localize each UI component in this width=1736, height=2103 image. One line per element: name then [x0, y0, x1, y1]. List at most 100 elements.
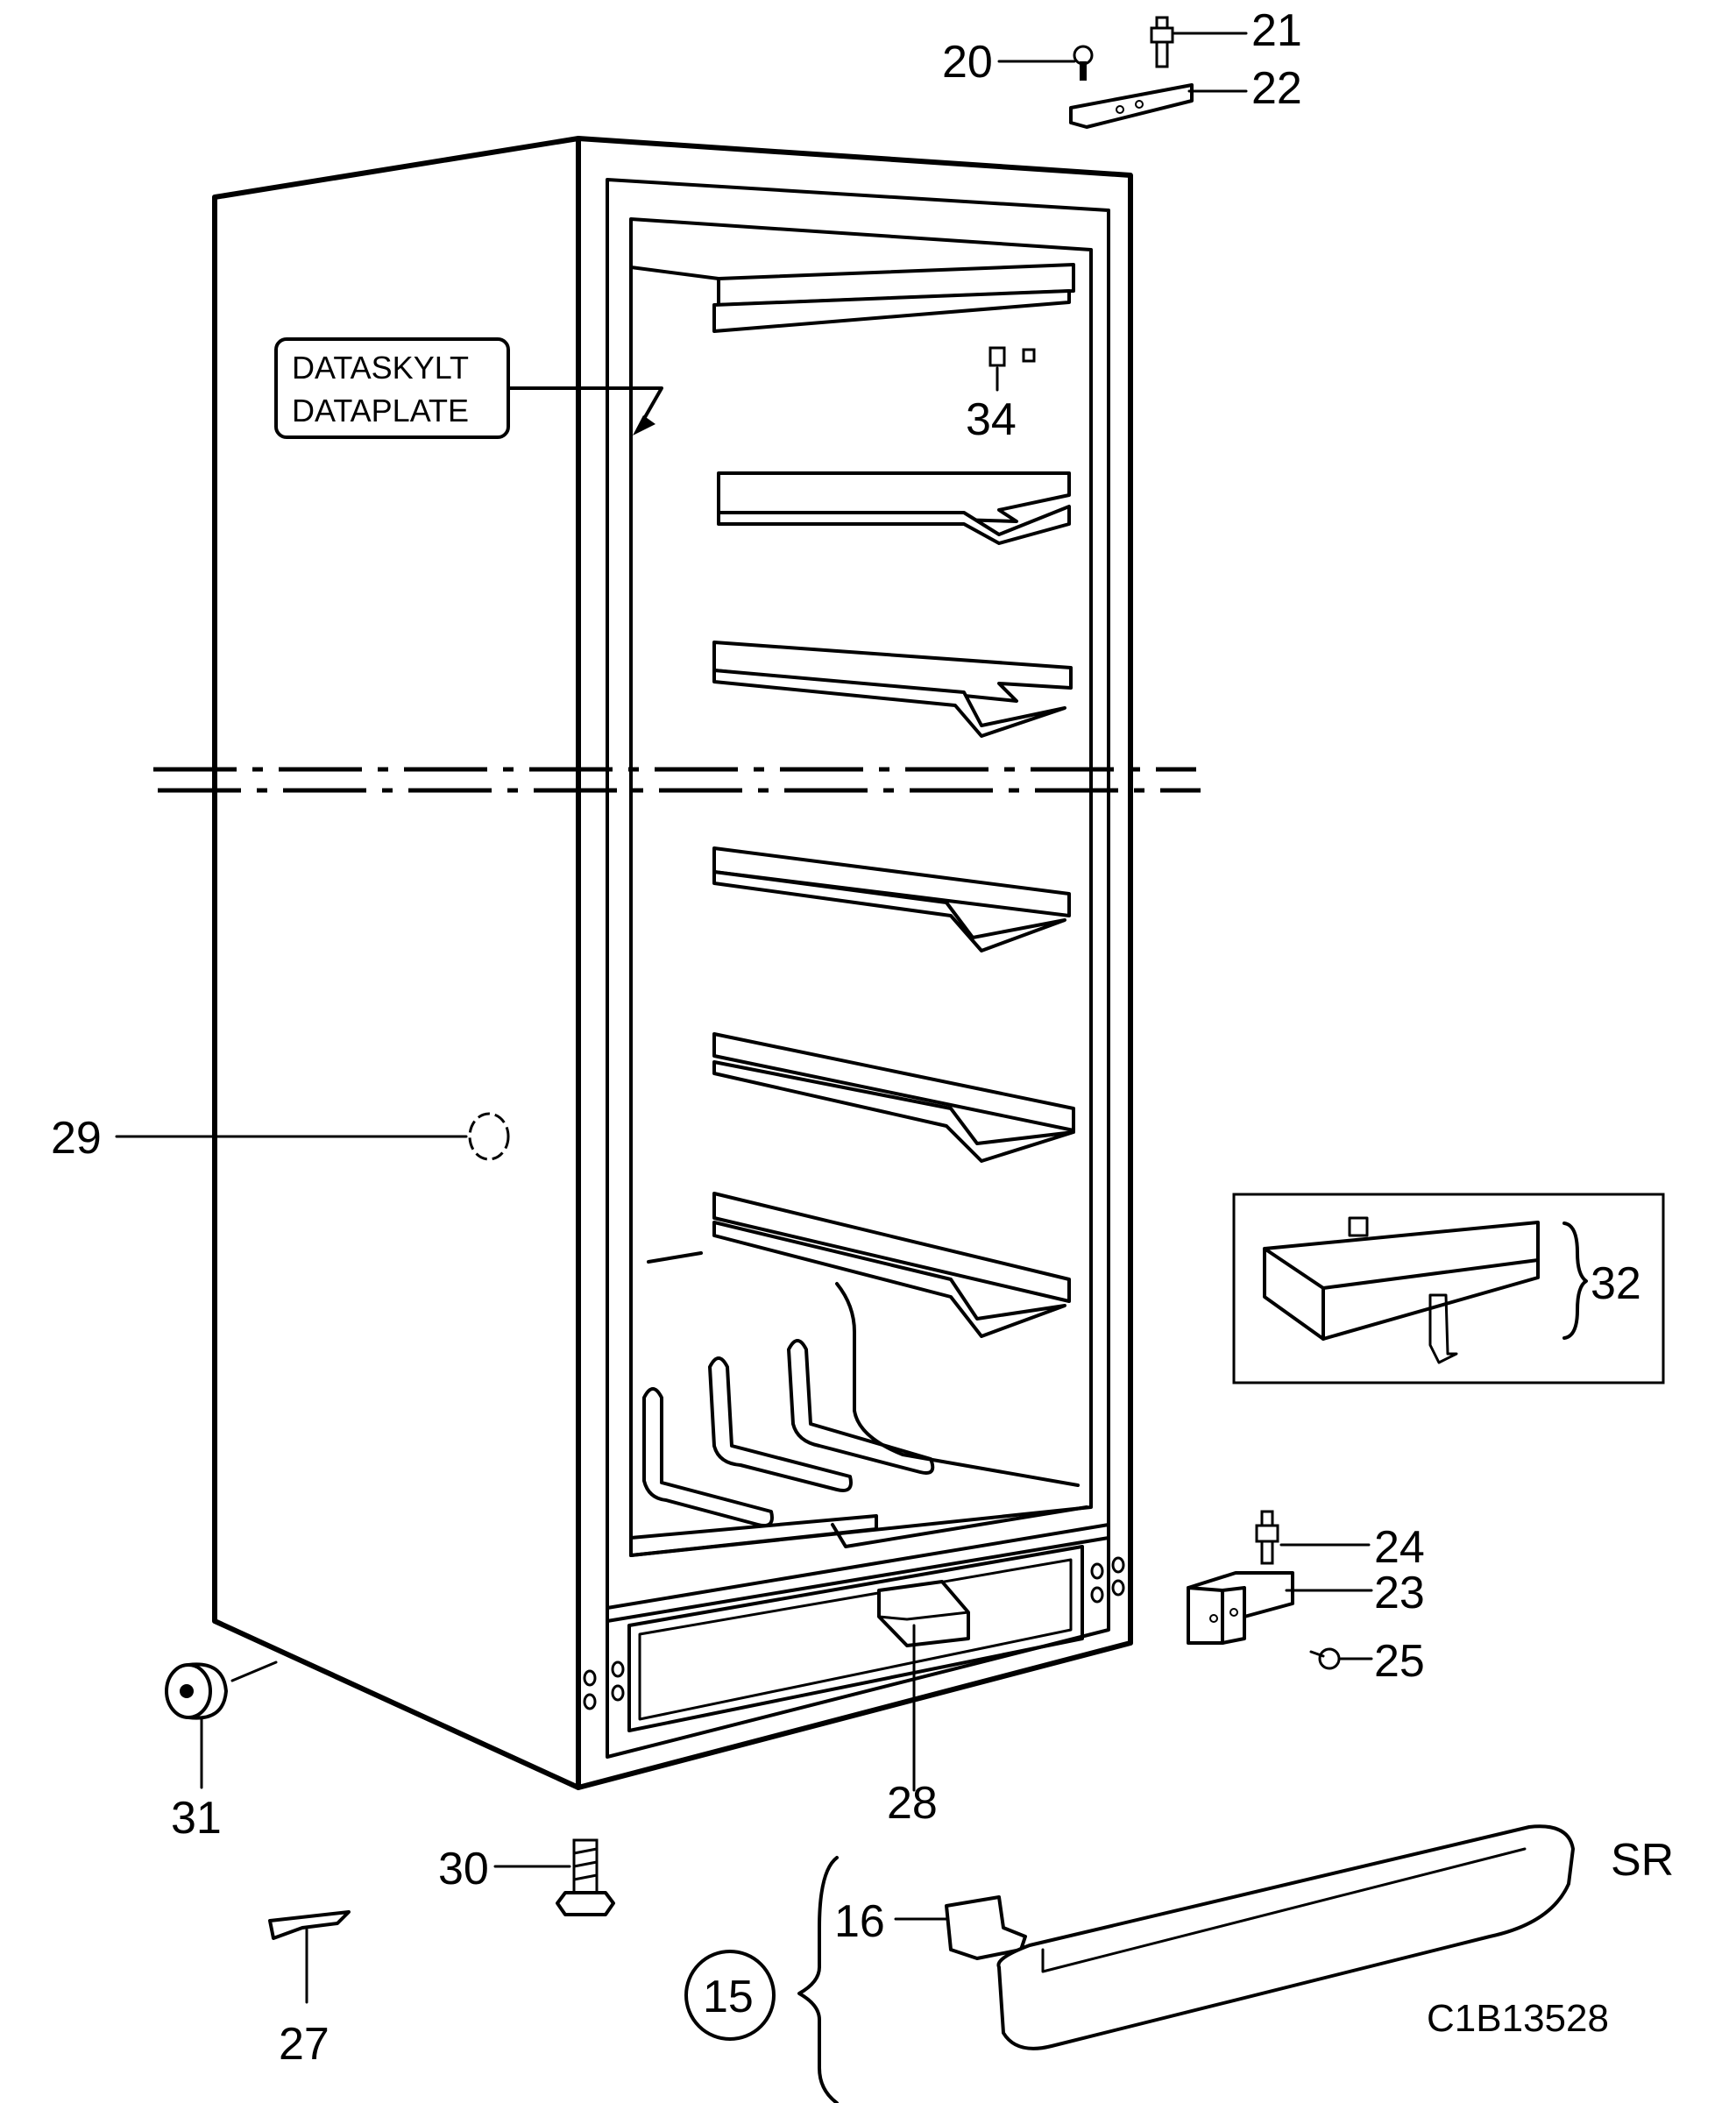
shelf-support-6: [712, 1192, 1071, 1303]
shelf-support-6b: [712, 1221, 1066, 1338]
hole-left-3: [611, 1660, 625, 1678]
cabinet-front-frame: [576, 136, 1133, 1790]
part-25-screw-head: [1318, 1647, 1341, 1670]
part-15-handle: [996, 1824, 1575, 2050]
part-27-tie: [268, 1910, 351, 1940]
part-32-brace: [1562, 1221, 1588, 1340]
label-part-22: 22: [1251, 63, 1302, 114]
label-part-24: 24: [1374, 1522, 1425, 1573]
hole-right-4: [1111, 1579, 1125, 1597]
part-21-pin-top: [1155, 16, 1169, 30]
shelf-support-1: [717, 263, 1075, 307]
label-part-34: 34: [966, 394, 1017, 445]
hole-right-1: [1090, 1562, 1104, 1580]
back-wall-edge: [647, 1251, 703, 1264]
part-29-outline: [468, 1112, 510, 1161]
part-34-body: [988, 346, 1006, 367]
label-part-23: 23: [1374, 1568, 1425, 1618]
part-30-thread-1: [572, 1847, 599, 1855]
evaporator-fin-3: [787, 1339, 935, 1475]
drawing-code: C1B13528: [1427, 1997, 1609, 2040]
part-24-pin-collar: [1255, 1524, 1279, 1543]
data-plate-line1: DATASKYLT: [292, 350, 469, 386]
handle-group: [684, 1824, 1575, 2103]
part-15-handle-groove: [1041, 1847, 1527, 1973]
label-part-30: 30: [438, 1844, 489, 1894]
part-25-screw-shank: [1309, 1650, 1325, 1658]
label-part-31: 31: [171, 1793, 222, 1844]
top-hinge-group: [997, 16, 1248, 129]
evaporator-area: [629, 1251, 1088, 1557]
part-34-socket: [1022, 348, 1036, 363]
part-32-inset: [1232, 1193, 1665, 1384]
hole-right-3: [1111, 1556, 1125, 1574]
part-28-edge: [877, 1611, 970, 1621]
part-23-hole-2: [1229, 1608, 1238, 1617]
label-part-32: 32: [1591, 1258, 1641, 1309]
hole-left-2: [583, 1693, 597, 1710]
evaporator-fin-1: [642, 1387, 774, 1527]
data-plate-leader: [507, 386, 663, 431]
label-part-27: 27: [279, 2019, 329, 2070]
label-part-25: 25: [1374, 1636, 1425, 1687]
variant-label: SR: [1611, 1835, 1674, 1886]
part-16-end-cap: [945, 1895, 1027, 1960]
shelf-support-4: [712, 846, 1071, 917]
part-22-hinge-plate: [1069, 83, 1194, 129]
part-22-hole-1: [1116, 105, 1124, 114]
shelf-support-1b: [712, 289, 1071, 333]
part-31-foot: [165, 1660, 278, 1789]
frame-holes: [583, 1556, 1125, 1710]
part-24-pin-top: [1260, 1510, 1274, 1527]
drip-tray: [629, 1514, 878, 1557]
part-22-hole-2: [1135, 100, 1144, 109]
part-27-cable-tie: [268, 1910, 351, 2004]
data-plate-label: DATASKYLT DATAPLATE: [274, 337, 663, 439]
part-29-plug: [115, 1112, 510, 1161]
break-line: [153, 767, 1201, 793]
bottom-rail: [606, 1523, 1110, 1623]
inner-liner: [629, 217, 1093, 1557]
frame-inner-edge: [606, 178, 1110, 1759]
label-part-28: 28: [887, 1778, 938, 1829]
bottom-hinge-group: [1187, 1510, 1373, 1670]
evaporator-fin-2: [708, 1356, 853, 1492]
part-30-bolt-head: [556, 1891, 615, 1916]
part-15-circle: [684, 1950, 776, 2041]
handle-group-brace: [797, 1856, 839, 2103]
label-part-15: 15: [703, 1972, 754, 2022]
part-31-mount-line: [230, 1660, 278, 1682]
part-28-clip: [877, 1580, 970, 1792]
part-21-pin-collar: [1150, 26, 1174, 44]
part-34-switch: [988, 346, 1036, 392]
part-30-thread-3: [572, 1873, 599, 1881]
shelf-support-3b: [712, 669, 1066, 738]
drip-channel: [831, 1505, 1088, 1548]
shelf-support-2b: [717, 505, 1071, 545]
shelf-supports: [712, 263, 1075, 1338]
data-plate-arrow: [633, 415, 655, 435]
part-24-pin-shaft: [1260, 1540, 1274, 1565]
part-20-screw-shank: [1080, 61, 1087, 81]
label-part-20: 20: [942, 37, 993, 88]
bottom-panel: [627, 1545, 1084, 1732]
part-23-bracket-side: [1187, 1586, 1224, 1645]
part-31-foot-hole: [180, 1684, 194, 1698]
part-23-hole-1: [1209, 1614, 1218, 1623]
liner-top-edge: [629, 266, 720, 280]
part-31-foot-body: [187, 1662, 228, 1720]
part-21-pin-shaft: [1155, 40, 1169, 68]
data-plate-line2: DATAPLATE: [292, 393, 469, 428]
part-30-bolt: [493, 1838, 615, 1916]
part-number-labels: 20 21 22 34 29 32 24 23 25 28 31 30 27 1…: [51, 5, 1674, 2070]
label-part-29: 29: [51, 1113, 102, 1164]
part-30-thread-2: [572, 1860, 599, 1868]
label-part-21: 21: [1251, 5, 1302, 56]
part-32-tab-top: [1348, 1216, 1369, 1237]
shelf-support-5b: [712, 1060, 1075, 1163]
shelf-support-4b: [712, 870, 1066, 952]
hole-left-4: [611, 1684, 625, 1702]
label-part-16: 16: [834, 1896, 885, 1947]
hole-right-2: [1090, 1586, 1104, 1604]
